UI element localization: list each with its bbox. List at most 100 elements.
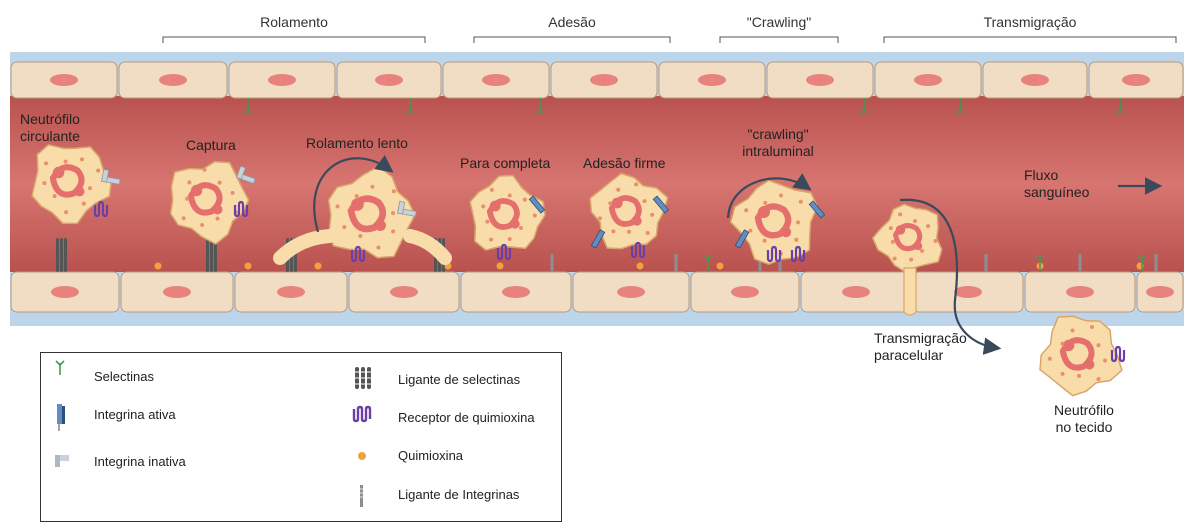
granule (187, 180, 191, 184)
granule (744, 208, 748, 212)
granule (1061, 372, 1065, 376)
granule (182, 216, 186, 220)
endothelial-nucleus (1146, 286, 1174, 298)
granule (231, 191, 235, 195)
granule (370, 185, 374, 189)
nucleus-lobe (510, 219, 519, 228)
stage-label-rolamento: Rolamento (260, 14, 328, 30)
granule (533, 213, 537, 217)
endothelial-nucleus (390, 286, 418, 298)
nucleus-lobe (75, 187, 85, 197)
chemokine-receptor-icon (354, 407, 370, 421)
endothelial-nucleus (1066, 286, 1094, 298)
endothelial-nucleus (617, 286, 645, 298)
chemokine (497, 263, 504, 270)
granule (215, 217, 219, 221)
selectin-ligand-icon (353, 367, 373, 389)
nucleus-lobe (896, 225, 906, 235)
integrin-ligand (985, 254, 988, 272)
nucleus-lobe (781, 227, 791, 237)
nucleus-lobe (914, 242, 922, 250)
selectin-ligand (206, 238, 209, 272)
granule (763, 239, 767, 243)
legend-label-chemokine-receptor: Receptor de quimioxina (398, 410, 535, 425)
granule (643, 199, 647, 203)
granule (763, 201, 767, 205)
granule (391, 229, 395, 233)
legend-label-active-integrin: Integrina ativa (94, 407, 176, 422)
granule (185, 197, 189, 201)
granule (650, 213, 654, 217)
endothelial-nucleus (1021, 74, 1049, 86)
endothelial-nucleus (502, 286, 530, 298)
endothelial-nucleus (163, 286, 191, 298)
label-intraluminal-crawling: "crawling" intraluminal (742, 126, 814, 160)
granule (634, 182, 638, 186)
label-slow-rolling: Rolamento lento (306, 135, 408, 152)
granule (1048, 357, 1052, 361)
active-integrin-icon (57, 404, 65, 431)
granule (611, 229, 615, 233)
granule (646, 231, 650, 235)
legend-label-chemokine: Quimioxina (398, 448, 463, 463)
integrin-ligand (551, 254, 554, 272)
nucleus-lobe (490, 201, 501, 212)
label-blood-flow: Fluxo sanguíneo (1024, 167, 1089, 201)
neutrophil-body (1040, 316, 1122, 395)
granule (44, 161, 48, 165)
neutrophil (1040, 316, 1122, 395)
granule (508, 237, 512, 241)
chemokine-icon (358, 452, 366, 460)
granule (794, 238, 798, 242)
granule (342, 225, 346, 229)
bottom-endothelium (11, 272, 1183, 312)
legend-label-selectin-ligand: Ligante de selectinas (398, 372, 520, 387)
granule (898, 212, 902, 216)
transmigrating-extension (904, 268, 916, 315)
granule (53, 194, 57, 198)
stage-label-transmigracao: Transmigração (984, 14, 1077, 30)
endothelial-nucleus (277, 286, 305, 298)
granule (891, 240, 895, 244)
endothelial-nucleus (806, 74, 834, 86)
granule (508, 194, 512, 198)
selectin-icon (56, 361, 64, 375)
granule (1096, 377, 1100, 381)
inactive-integrin-icon (55, 455, 69, 467)
nucleus-lobe (213, 205, 223, 215)
selectin-ligand (56, 238, 59, 272)
granule (490, 188, 494, 192)
granule (748, 229, 752, 233)
label-paracellular-transmigration: Transmigração paracelular (874, 330, 967, 364)
top-endothelium (11, 62, 1183, 98)
nucleus-lobe (758, 206, 770, 218)
granule (485, 220, 489, 224)
endothelial-nucleus (268, 74, 296, 86)
nucleus-lobe (191, 185, 202, 196)
stage-brackets (163, 37, 1176, 43)
integrin-ligand-icon (360, 485, 363, 507)
granule (926, 224, 930, 228)
granule (893, 256, 897, 260)
granule (96, 169, 100, 173)
label-capture: Captura (186, 137, 236, 154)
granule (200, 223, 204, 227)
granule (82, 202, 86, 206)
legend-label-integrin-ligand: Ligante de Integrinas (398, 487, 519, 502)
endothelial-nucleus (1122, 74, 1150, 86)
endothelial-nucleus (51, 286, 79, 298)
endothelial-nucleus (914, 74, 942, 86)
chemokine (315, 263, 322, 270)
selectin-ligand (60, 238, 63, 272)
chemokine (637, 263, 644, 270)
chemokine (717, 263, 724, 270)
legend-label-selectins: Selectinas (94, 369, 154, 384)
granule (909, 258, 913, 262)
granule (481, 204, 485, 208)
nucleus-lobe (1085, 360, 1095, 370)
granule (598, 216, 602, 220)
granule (218, 181, 222, 185)
endothelial-nucleus (842, 286, 870, 298)
granule (1103, 359, 1107, 363)
granule (336, 204, 340, 208)
